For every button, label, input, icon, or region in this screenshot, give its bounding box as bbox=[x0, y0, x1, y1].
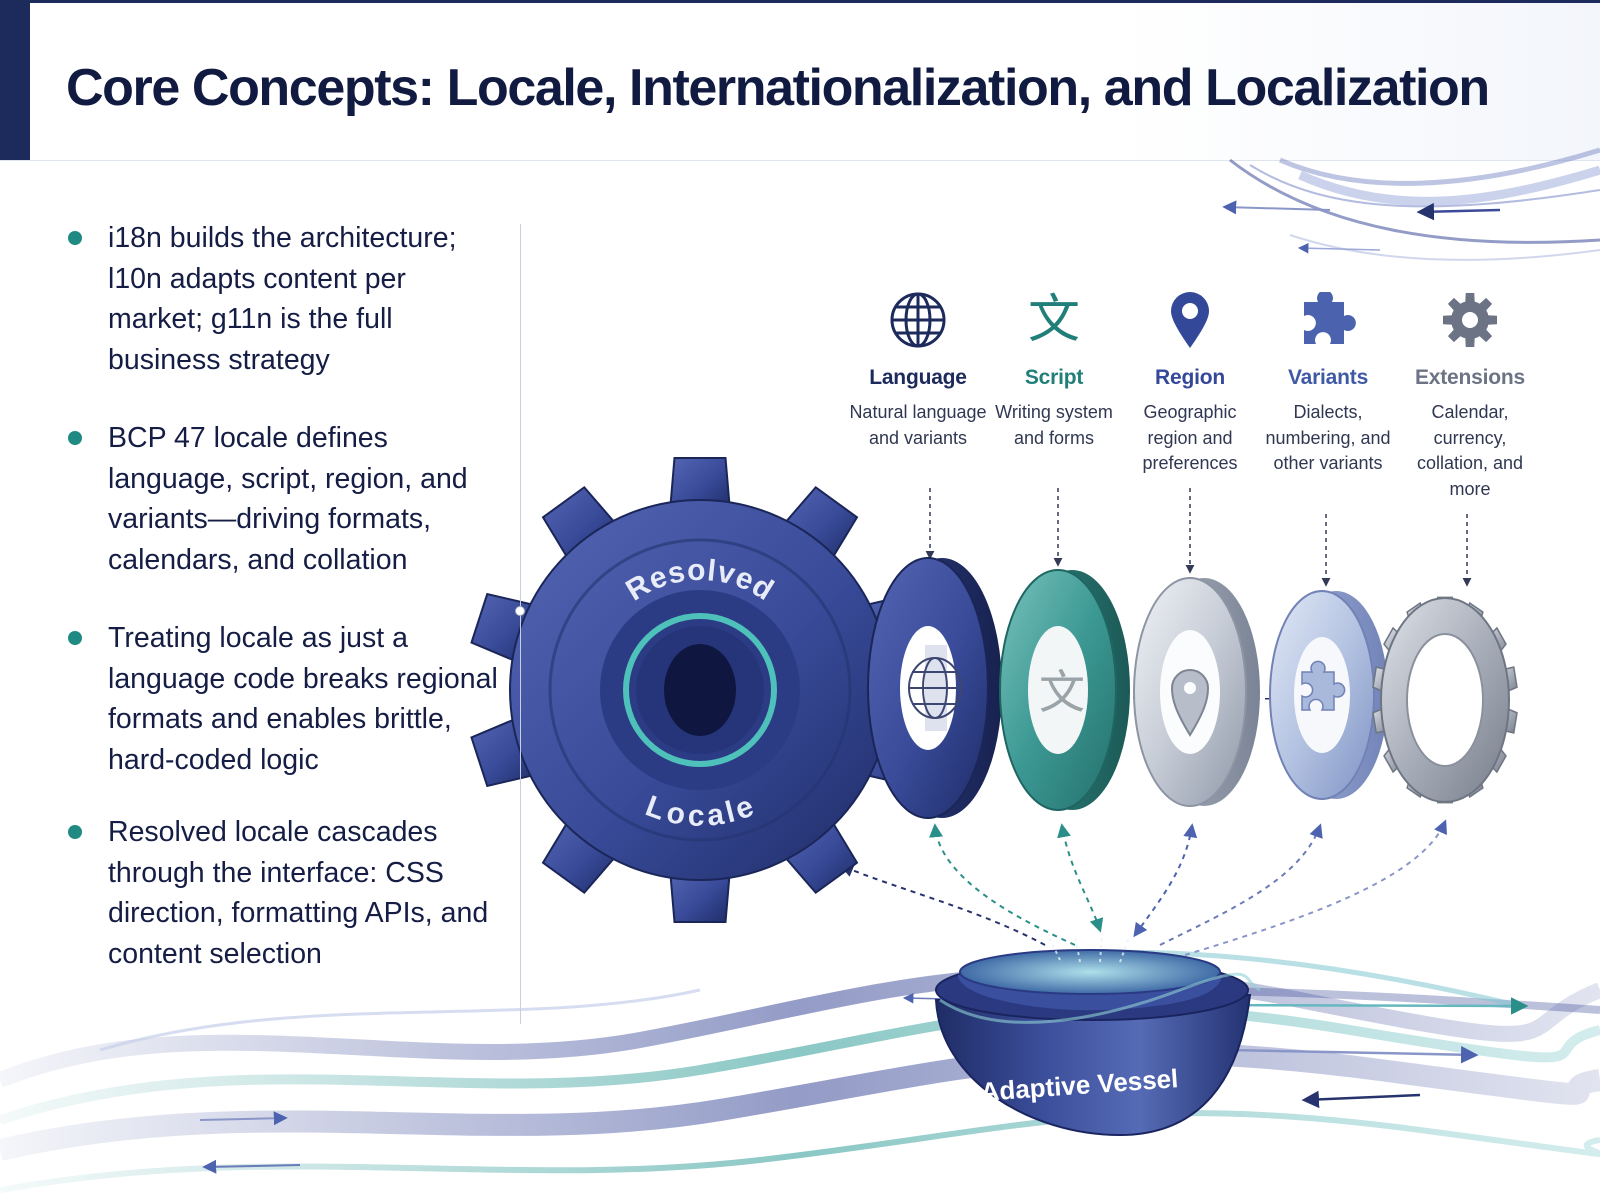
script-disc: 文 bbox=[999, 569, 1130, 811]
bullet-dot bbox=[68, 631, 82, 645]
bullet-text: i18n builds the architecture; l10n adapt… bbox=[108, 222, 457, 376]
script-character-icon: 文 bbox=[984, 288, 1124, 352]
script-disc-character: 文 bbox=[1039, 666, 1085, 718]
resolved-locale-gear: Resolved Locale bbox=[470, 457, 930, 923]
bullet-dot bbox=[68, 825, 82, 839]
vessel-to-script-arrow bbox=[1057, 823, 1104, 933]
component-description: Dialects, numbering, and other variants bbox=[1265, 402, 1391, 473]
bullet-text: Resolved locale cascades through the int… bbox=[108, 816, 489, 970]
globe-icon bbox=[848, 288, 988, 352]
vertical-divider bbox=[520, 224, 521, 1024]
bottom-waves bbox=[0, 949, 1600, 1193]
component-name: Language bbox=[869, 366, 967, 389]
title-accent-bar bbox=[0, 0, 30, 160]
component-description: Writing system and forms bbox=[995, 402, 1113, 448]
vessel-connector-arrows bbox=[839, 819, 1447, 956]
component-description: Natural language and variants bbox=[849, 402, 987, 448]
divider-node bbox=[515, 606, 525, 616]
component-name: Variants bbox=[1287, 366, 1369, 389]
bullet-item: Resolved locale cascades through the int… bbox=[66, 812, 506, 974]
adaptive-vessel: Adaptive Vessel bbox=[934, 934, 1261, 1137]
bullet-text: Treating locale as just a language code … bbox=[108, 622, 498, 776]
language-disc bbox=[867, 557, 1002, 819]
extensions-gear bbox=[1372, 596, 1518, 804]
vessel-to-region-arrow bbox=[1133, 823, 1198, 938]
component-description: Calendar, currency, collation, and more bbox=[1416, 402, 1524, 499]
bullet-item: BCP 47 locale defines language, script, … bbox=[66, 418, 506, 580]
component-extensions: Extensions Calendar, currency, collation… bbox=[1400, 288, 1540, 502]
component-region: Region Geographic region and preferences bbox=[1120, 288, 1260, 477]
bullet-list: i18n builds the architecture; l10n adapt… bbox=[66, 218, 506, 974]
variants-disc-puzzle-icon bbox=[1301, 660, 1346, 711]
vessel-to-variants-arrow bbox=[1159, 823, 1323, 946]
vessel-to-language-arrow bbox=[929, 823, 1076, 946]
page-title: Core Concepts: Locale, Internationalizat… bbox=[66, 59, 1490, 117]
region-disc bbox=[1133, 577, 1260, 807]
bullet-item: Treating locale as just a language code … bbox=[66, 618, 506, 780]
component-down-arrows bbox=[925, 488, 1472, 587]
bullet-dot bbox=[68, 431, 82, 445]
vessel-to-extensions-arrow bbox=[1184, 819, 1447, 956]
component-name: Script bbox=[1024, 366, 1084, 389]
variants-disc bbox=[1269, 590, 1388, 800]
top-right-waves bbox=[1222, 147, 1600, 261]
title-bar: Core Concepts: Locale, Internationalizat… bbox=[0, 0, 1600, 161]
gear-icon bbox=[1400, 288, 1540, 352]
script-glyph: 文 bbox=[1027, 290, 1080, 350]
component-variants: Variants Dialects, numbering, and other … bbox=[1258, 288, 1398, 477]
component-name: Extensions bbox=[1414, 366, 1526, 389]
region-disc-pin-icon bbox=[1170, 669, 1210, 737]
puzzle-piece-icon bbox=[1258, 288, 1398, 352]
bullet-dot bbox=[68, 231, 82, 245]
component-name: Region bbox=[1155, 366, 1225, 389]
vessel-to-gear-arrow bbox=[839, 863, 1046, 946]
bullet-item: i18n builds the architecture; l10n adapt… bbox=[66, 218, 506, 380]
component-script: 文 Script Writing system and forms bbox=[984, 288, 1124, 451]
map-pin-icon bbox=[1120, 288, 1260, 352]
bullet-text: BCP 47 locale defines language, script, … bbox=[108, 422, 468, 576]
component-description: Geographic region and preferences bbox=[1142, 402, 1238, 473]
top-rule bbox=[0, 0, 1600, 3]
component-language: Language Natural language and variants bbox=[848, 288, 988, 451]
language-disc-globe-icon bbox=[908, 657, 962, 719]
